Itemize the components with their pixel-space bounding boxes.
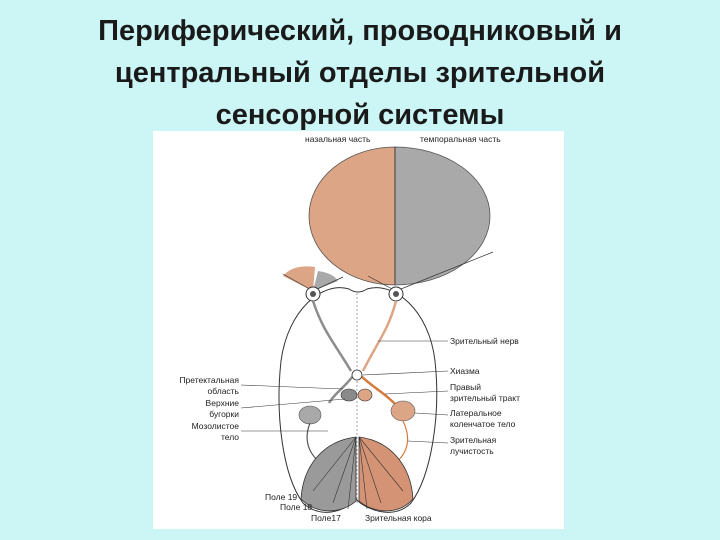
title-line-1: Периферический, проводниковый и [98, 15, 622, 47]
label-optic-nerve: Зрительный нерв [450, 336, 519, 346]
label-colliculi-1: Верхние [205, 398, 239, 408]
nasal-field-half [308, 146, 396, 286]
left-optic-tract [327, 375, 354, 404]
superior-colliculi [340, 388, 358, 402]
label-chiasm: Хиазма [450, 366, 480, 376]
title-line-2: центральный отделы зрительной [114, 57, 606, 89]
label-field19: Поле 19 [265, 492, 298, 502]
chiasm-node [351, 369, 363, 381]
field-ray [282, 273, 314, 292]
label-right-tract-2: зрительный тракт [450, 393, 520, 403]
label-field17: Поле17 [311, 513, 341, 523]
visual-system-diagram: назальная часть темпоральная часть Зрите… [153, 131, 564, 529]
leader-lgn [414, 412, 449, 416]
label-right-tract-1: Правый [450, 382, 481, 392]
label-field18: Поле 18 [280, 502, 313, 512]
superior-colliculi-right [357, 388, 373, 402]
label-visual-cortex: Зрительная кора [365, 513, 432, 523]
right-visual-cortex [358, 436, 414, 512]
diagram-drawing [240, 146, 494, 513]
label-radiation-1: Зрительная [450, 435, 497, 445]
leader-colliculi [240, 398, 346, 409]
left-eye-lens [310, 291, 316, 297]
label-temporal-part: темпоральная часть [420, 134, 501, 144]
label-callosum-1: Мозолистое [191, 421, 239, 431]
label-lgn-2: коленчатое тело [450, 419, 516, 429]
field-ray [395, 251, 494, 292]
right-optic-nerve [361, 300, 398, 372]
left-optic-nerve [311, 300, 353, 372]
leader-radiation [407, 440, 449, 444]
left-lgn [298, 405, 322, 425]
leader-chiasm [362, 370, 449, 376]
right-optic-tract [360, 375, 398, 407]
slide-title: Периферический, проводниковый и централь… [20, 10, 700, 136]
right-eye-lens [393, 291, 399, 297]
temporal-field-half [394, 146, 491, 286]
label-callosum-2: тело [220, 432, 239, 442]
leader-pretectal [240, 384, 344, 390]
left-eye-field-grey [313, 271, 338, 291]
label-radiation-2: лучистость [450, 446, 494, 456]
label-pretectal-1: Претектальная [179, 375, 239, 385]
cortex-field-lines [312, 436, 404, 510]
title-line-3: сенсорной системы [215, 99, 505, 131]
label-pretectal-2: область [207, 386, 239, 396]
leader-right-tract [384, 390, 449, 395]
brain-outline [278, 287, 438, 513]
label-colliculi-2: бугорки [209, 409, 239, 419]
label-lgn-1: Латеральное [450, 408, 502, 418]
left-eye-field [283, 266, 315, 291]
label-nasal-part: назальная часть [305, 134, 371, 144]
right-lgn [390, 400, 416, 422]
